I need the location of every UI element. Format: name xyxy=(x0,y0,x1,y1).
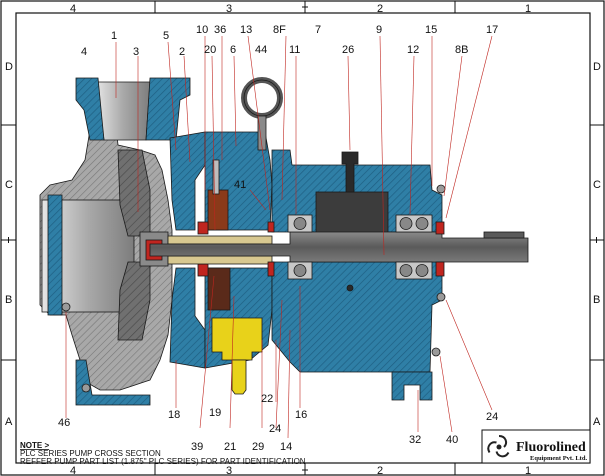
callout-20: 20 xyxy=(204,44,216,56)
callout-13: 13 xyxy=(240,24,252,36)
company-logo: Fluorolined Equipment Pvt. Ltd. xyxy=(481,429,591,464)
seal-ring xyxy=(197,221,209,235)
grid-col-bottom-4: 4 xyxy=(70,465,76,476)
lifting-eye-stem xyxy=(257,115,267,151)
callout-24-right: 24 xyxy=(486,411,498,423)
callout-40: 40 xyxy=(446,434,458,446)
callout-44: 44 xyxy=(255,44,267,56)
grid-col-top-2: 2 xyxy=(377,3,383,15)
discharge-nozzle xyxy=(95,81,151,141)
inboard-bearing xyxy=(287,214,313,280)
callout-1: 1 xyxy=(111,30,117,42)
frame-plug xyxy=(346,284,354,292)
casing-bolt xyxy=(61,302,71,312)
lifting-eye-outline xyxy=(243,79,281,117)
callout-32: 32 xyxy=(409,434,421,446)
center-marks xyxy=(5,4,600,473)
grid-row-right-b: B xyxy=(593,294,600,306)
discharge-flange-left xyxy=(75,77,105,141)
callout-11: 11 xyxy=(289,44,300,56)
callout-24-left: 24 xyxy=(269,423,281,435)
callout-6: 6 xyxy=(230,44,236,56)
callout-10: 10 xyxy=(196,24,208,36)
oil-seal-inboard-lower xyxy=(267,261,275,277)
callout-21: 21 xyxy=(224,441,236,453)
callout-14: 14 xyxy=(280,441,292,453)
back-cover-lower xyxy=(169,267,206,369)
outboard-bearing xyxy=(395,214,433,280)
shaft-sleeve xyxy=(167,235,273,245)
callout-26: 26 xyxy=(342,44,354,56)
grid-row-left-a: A xyxy=(5,416,13,428)
foot-stud xyxy=(431,347,441,357)
callout-4: 4 xyxy=(81,46,87,58)
grid-row-left-b: B xyxy=(5,294,12,306)
shaft xyxy=(149,231,529,263)
foot-bolt xyxy=(81,383,91,393)
callout-2: 2 xyxy=(179,46,185,58)
callout-5: 5 xyxy=(163,30,169,42)
grid-col-top-4: 4 xyxy=(70,3,76,15)
seal-spring xyxy=(207,189,229,231)
pump-assembly xyxy=(39,77,529,406)
callout-12: 12 xyxy=(407,44,419,56)
logo-name: Fluorolined xyxy=(516,440,586,455)
grid-col-bottom-3: 3 xyxy=(226,465,232,476)
callout-7: 7 xyxy=(315,24,321,36)
callout-8b: 8B xyxy=(455,44,468,56)
callout-41: 41 xyxy=(234,179,246,191)
oil-seal-inboard xyxy=(267,221,275,233)
drain-port xyxy=(211,317,263,361)
logo-tagline: Equipment Pvt. Ltd. xyxy=(530,455,587,462)
note-block: NOTE > PLC SERIES PUMP CROSS SECTION REF… xyxy=(20,441,306,466)
grid-row-right-d: D xyxy=(593,61,601,73)
grid-row-right-c: C xyxy=(593,179,601,191)
callout-3: 3 xyxy=(133,46,139,58)
frame-cavity xyxy=(315,191,389,235)
shaft-sleeve-lower xyxy=(167,255,273,265)
drain-fitting xyxy=(231,359,247,395)
frame-bolt-bottom xyxy=(436,292,446,302)
oil-seal-outboard xyxy=(435,221,445,235)
note-title: NOTE > xyxy=(20,441,49,450)
callout-29: 29 xyxy=(252,441,264,453)
grid-col-bottom-1: 1 xyxy=(525,465,531,476)
front-foot xyxy=(75,359,151,406)
note-line-1: PLC SERIES PUMP CROSS SECTION xyxy=(20,449,161,458)
callout-19: 19 xyxy=(209,407,221,419)
back-cover xyxy=(169,131,206,231)
grid-col-bottom-2: 2 xyxy=(377,465,383,476)
shaft-keyway xyxy=(483,231,525,239)
gland-bolt xyxy=(212,159,220,195)
callout-17: 17 xyxy=(486,24,498,36)
grid-col-top-3: 3 xyxy=(226,3,232,15)
callout-labels: 4 1 3 5 2 10 20 36 6 13 44 8F 11 7 26 9 … xyxy=(58,24,498,453)
callout-46: 46 xyxy=(58,417,70,429)
frame-bolt-top xyxy=(436,184,446,194)
discharge-flange-right xyxy=(145,77,191,141)
grid-row-left-c: C xyxy=(5,179,13,191)
fan-logo-icon xyxy=(487,435,510,458)
callout-22: 22 xyxy=(261,393,273,405)
grid-col-top-1: 1 xyxy=(525,3,531,15)
callout-36: 36 xyxy=(214,24,226,36)
callout-15: 15 xyxy=(425,24,437,36)
note-line-2: REFFER PUMP PART LIST (1.875" PLC SERIES… xyxy=(20,457,306,466)
leader-lines xyxy=(65,35,493,439)
vent-plug xyxy=(341,151,359,193)
grid-row-right-a: A xyxy=(593,416,601,428)
callout-39: 39 xyxy=(191,441,203,453)
seal-ring-lower xyxy=(197,263,209,277)
callout-9: 9 xyxy=(376,24,382,36)
suction-flange xyxy=(47,194,63,316)
oil-seal-outboard-lower xyxy=(435,261,445,277)
frame-foot xyxy=(391,371,433,401)
inner-border xyxy=(15,12,591,464)
callout-16: 16 xyxy=(295,409,307,421)
grid-row-left-d: D xyxy=(5,61,13,73)
callout-8f: 8F xyxy=(273,24,286,36)
callout-18: 18 xyxy=(168,409,180,421)
